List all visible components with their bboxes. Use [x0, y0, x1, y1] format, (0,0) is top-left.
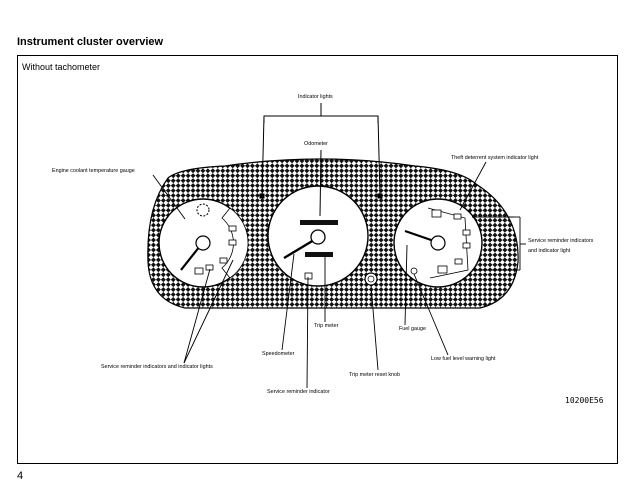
speedometer-gauge — [267, 185, 369, 287]
page-title: Instrument cluster overview — [17, 36, 164, 48]
label-service-reminder-right-2: and indicator light — [528, 248, 571, 254]
leader-lines — [152, 161, 526, 389]
label-service-reminder-indicator: Service reminder indicator — [267, 389, 330, 395]
panel-subtitle: Without tachometer — [22, 62, 101, 72]
label-theft-deterrent: Theft deterrent system indicator light — [451, 155, 539, 161]
fuel-gauge — [393, 198, 483, 288]
coolant-temperature-gauge — [158, 198, 249, 288]
label-fuel-gauge: Fuel gauge — [399, 326, 426, 332]
label-trip-reset: Trip meter reset knob — [349, 372, 400, 378]
label-indicator-lights: Indicator lights — [298, 94, 333, 100]
label-odometer: Odometer — [304, 141, 328, 147]
figure-code: 10200E56 — [565, 396, 604, 405]
trip-meter-reset-knob — [364, 272, 378, 286]
label-service-reminder-right-1: Service reminder indicators — [528, 238, 594, 244]
page-number: 4 — [17, 470, 24, 482]
label-speedometer: Speedometer — [262, 351, 295, 357]
label-service-reminder-left: Service reminder indicators and indicato… — [101, 364, 213, 370]
label-low-fuel: Low fuel level warning light — [431, 356, 496, 362]
diagram-frame — [17, 55, 618, 464]
label-trip-meter: Trip meter — [314, 323, 339, 329]
label-engine-coolant: Engine coolant temperature gauge — [52, 168, 135, 174]
indicator-lights-bracket — [259, 103, 383, 217]
